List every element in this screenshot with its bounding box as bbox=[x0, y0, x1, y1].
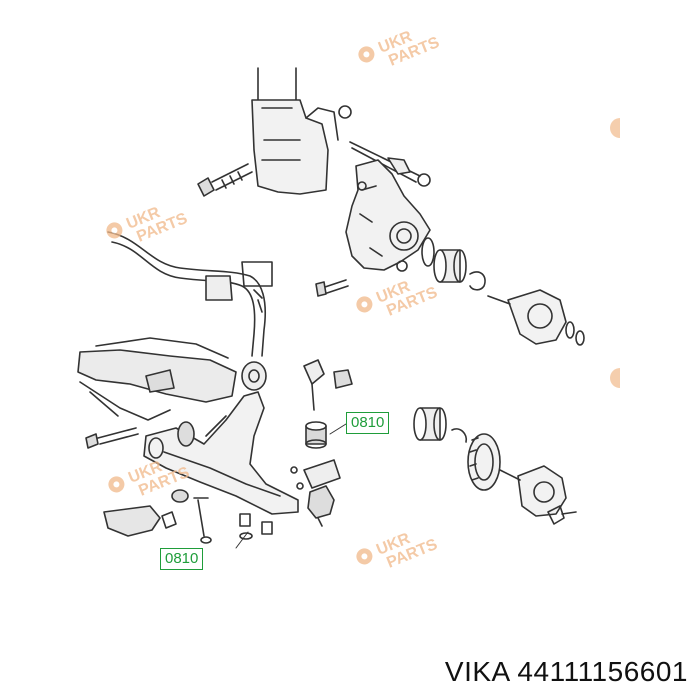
lower-bolt bbox=[85, 427, 139, 449]
lower-control-arm bbox=[143, 391, 299, 515]
strut-bolt bbox=[197, 163, 253, 197]
subframe bbox=[77, 337, 237, 421]
knuckle-bolt bbox=[315, 279, 349, 297]
steering-knuckle bbox=[345, 159, 431, 272]
stabilizer-bar bbox=[107, 231, 273, 357]
wheel-hub-upper bbox=[487, 289, 585, 346]
control-arm-bushing bbox=[305, 421, 327, 449]
wheel-bearing bbox=[421, 237, 486, 291]
callout-leaders bbox=[235, 423, 347, 549]
watermark-edge bbox=[610, 118, 620, 138]
callout-upper: 0810 bbox=[346, 412, 390, 434]
wheel-hub-lower bbox=[499, 465, 577, 525]
abs-ring bbox=[467, 433, 501, 491]
lower-bushing bbox=[171, 489, 189, 503]
callout-lower: 0810 bbox=[160, 548, 204, 570]
guard-plate bbox=[103, 505, 177, 537]
front-bushing bbox=[148, 421, 195, 459]
part-number-caption: VIKA 44111156601 bbox=[444, 656, 688, 687]
arm-bushing-upper bbox=[241, 361, 267, 391]
stabilizer-link bbox=[303, 359, 353, 411]
hub-bearing-lower bbox=[413, 407, 468, 443]
strut-assembly bbox=[251, 67, 352, 195]
ball-joint bbox=[290, 459, 341, 527]
tie-rod bbox=[349, 141, 431, 187]
watermark-edge bbox=[610, 368, 620, 388]
lower-fasteners bbox=[193, 497, 273, 544]
